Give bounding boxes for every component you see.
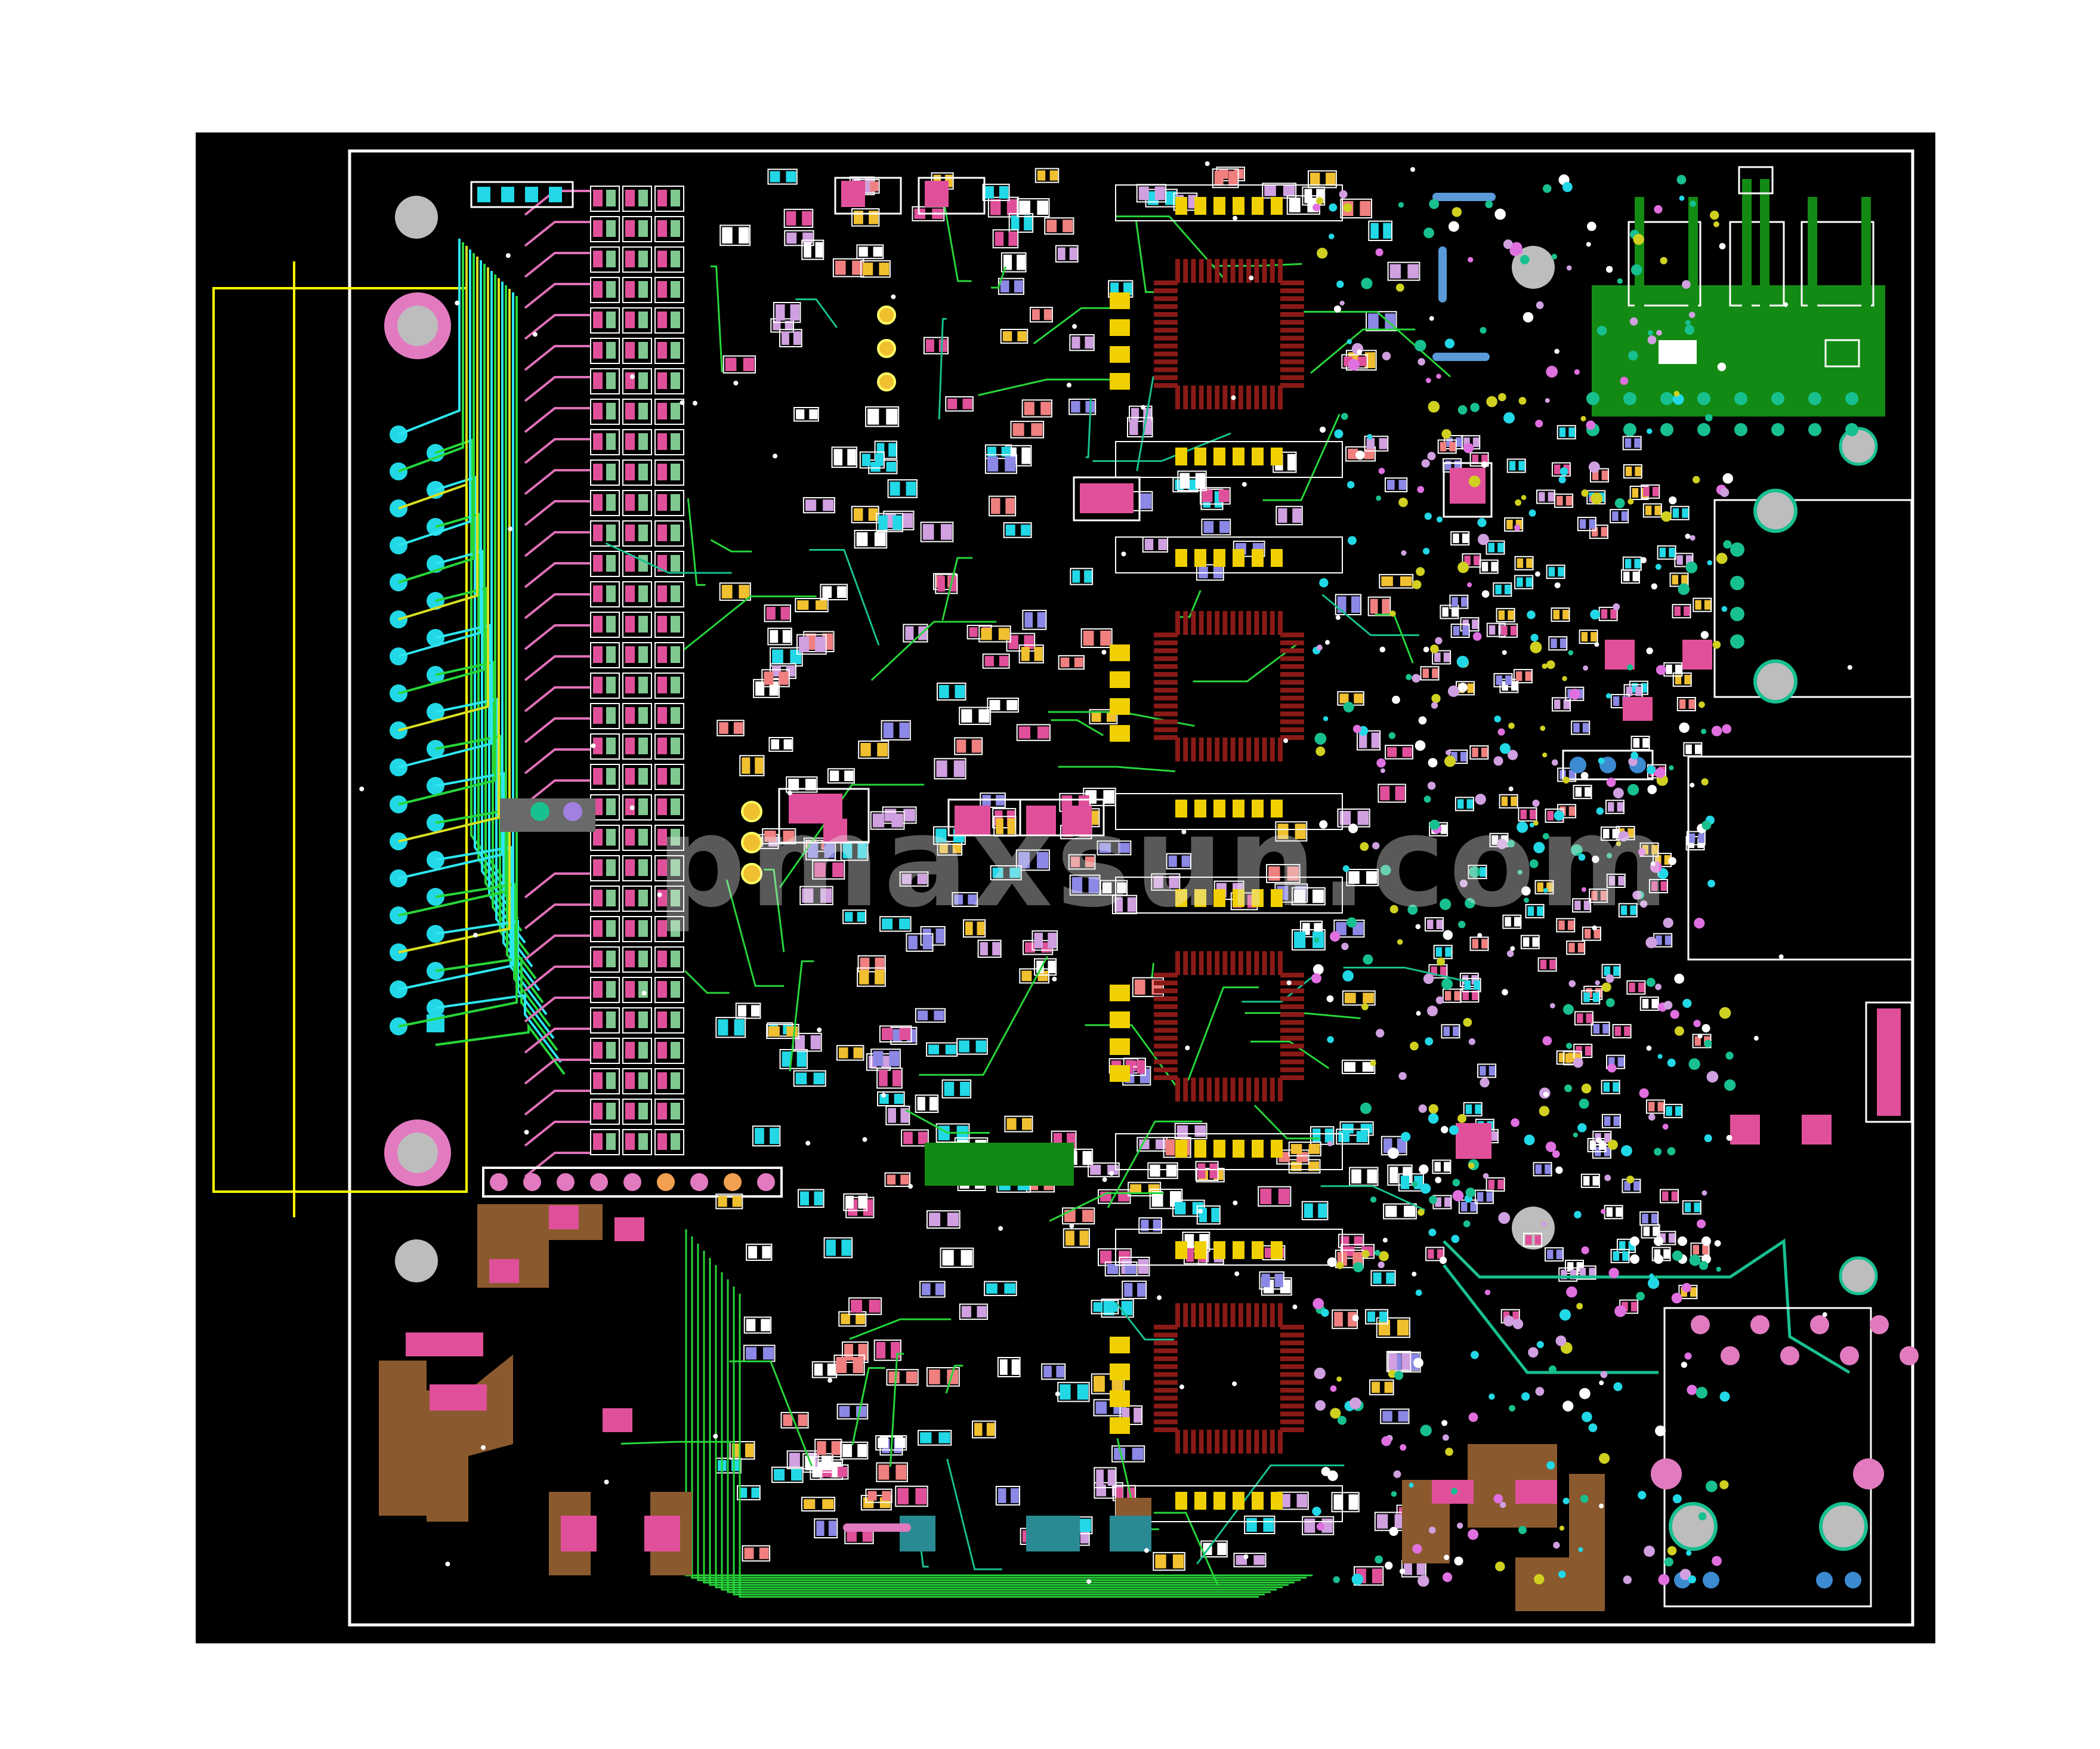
rj45-jack-icon xyxy=(1630,489,1919,1608)
passive-components-field xyxy=(715,166,1712,1586)
via-field xyxy=(359,161,1852,1587)
pin-header-row xyxy=(482,1167,783,1198)
ic-qfp-icon xyxy=(1110,184,1343,1522)
copper-pour-areas xyxy=(379,1143,1605,1611)
resistor-pad-array xyxy=(500,186,684,1155)
connector-fanout-traces xyxy=(398,181,591,1178)
misc-smd-pads xyxy=(489,177,1913,1551)
signal-routing-mesh xyxy=(605,203,1851,1598)
relay-block-green-pour xyxy=(1586,166,1885,436)
db-connector-outline xyxy=(212,261,468,1217)
